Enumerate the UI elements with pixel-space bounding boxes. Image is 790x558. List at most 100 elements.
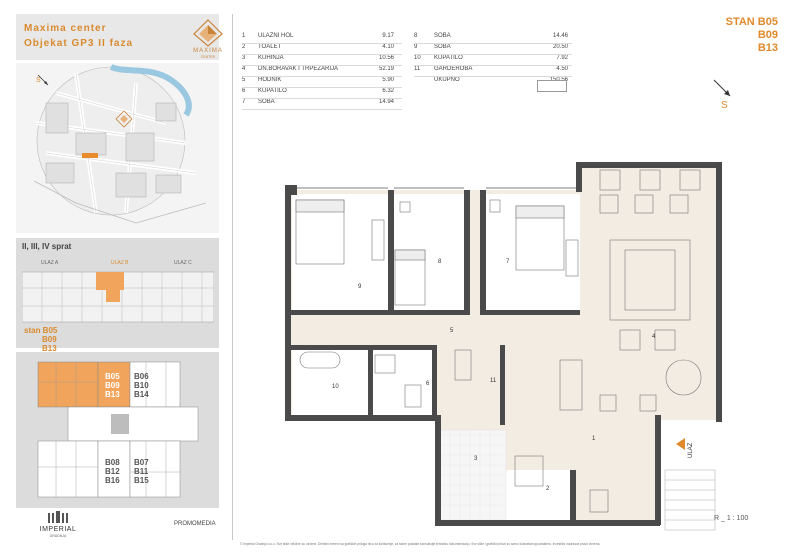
- room-number: 11: [414, 66, 421, 72]
- compass-arrow-icon: [713, 79, 731, 97]
- imperial-brand-sub: GRADNJA: [49, 534, 67, 538]
- room-name: GARDEROBA: [434, 66, 473, 72]
- apartment-title-2: B09: [757, 29, 778, 41]
- room-area: 4.50: [556, 66, 568, 72]
- room-label-8: 8: [438, 259, 442, 265]
- entrance-c-label: ULAZ C: [174, 260, 192, 266]
- project-phase: Objekat GP3 II faza: [24, 38, 134, 49]
- apartment-title-3: B13: [757, 42, 778, 54]
- room-area-table: 1 ULAZNI HOL 9.17 2 TOALET 4.10 3 KUHINJ…: [242, 33, 572, 123]
- apartment-title: STAN B05 B09 B13: [706, 16, 778, 55]
- unit-group-b07: B07 B11 B15: [134, 458, 149, 485]
- table-row: 11 GARDEROBA 4.50: [414, 66, 572, 77]
- room-name: SOBA: [434, 33, 451, 39]
- room-name: KUPATILO: [258, 88, 287, 94]
- room-number: 2: [242, 44, 246, 50]
- column-divider: [232, 14, 233, 540]
- scale-label: R _ 1 : 100: [714, 515, 749, 522]
- maxima-logo: MAXIMA CENTER: [186, 18, 230, 60]
- unit-b09: B09: [105, 381, 120, 390]
- map-compass-label: S: [36, 77, 41, 84]
- unit-group-b08: B08 B12 B16: [105, 458, 120, 485]
- room-number: 7: [242, 99, 246, 105]
- room-number: 3: [242, 55, 246, 61]
- table-row: 6 KUPATILO 6.32: [242, 88, 402, 99]
- row-divider: [242, 54, 402, 55]
- table-row: 3 KUHINJA 10.56: [242, 55, 402, 66]
- room-name: SOBA: [258, 99, 275, 105]
- location-map-drawing: [33, 64, 207, 224]
- room-area: 10.56: [378, 55, 394, 61]
- unit-b07: B07: [134, 458, 149, 467]
- furniture: [295, 169, 702, 513]
- room-name: KUHINJA: [258, 55, 284, 61]
- imperial-brand: IMPERIAL: [39, 526, 77, 533]
- floor-key-drawing: [22, 271, 214, 323]
- entrance-label: ULAZ: [688, 442, 694, 458]
- room-name: SOBA: [434, 44, 451, 50]
- entrance-b-label: ULAZ B: [111, 260, 129, 266]
- stairs: [664, 469, 716, 531]
- unit-group-b05: B05 B09 B13: [105, 372, 120, 399]
- room-number: 1: [242, 33, 246, 39]
- room-name: TOALET: [258, 44, 282, 50]
- project-name: Maxima center: [24, 23, 107, 34]
- entrance-a-label: ULAZ A: [41, 260, 59, 266]
- compass-label: S: [721, 100, 728, 111]
- room-name: HODNIK: [258, 77, 282, 83]
- apartment-unit-2: B09: [42, 335, 57, 344]
- row-divider: [414, 76, 572, 77]
- room-area: 7.92: [556, 55, 568, 61]
- room-area: 5.90: [382, 77, 394, 83]
- unit-group-b06: B06 B10 B14: [134, 372, 149, 399]
- unit-b12: B12: [105, 467, 120, 476]
- project-title-box: Maxima center Objekat GP3 II faza MAXIMA…: [16, 14, 223, 60]
- room-number: 6: [242, 88, 246, 94]
- room-label-1: 1: [592, 436, 596, 442]
- table-row: 5 HODNIK 5.90: [242, 77, 402, 88]
- floor-plan: 1 2 3 4 5 6 7 8 9 10 11: [285, 162, 722, 531]
- room-number: 8: [414, 33, 418, 39]
- table-row: 10 KUPATILO 7.92: [414, 55, 572, 66]
- room-area: 9.17: [382, 33, 394, 39]
- table-row: 2 TOALET 4.10: [242, 44, 402, 55]
- room-name: DN.BORAVAK I TRPEZARIJA: [258, 66, 339, 72]
- unit-b11: B11: [134, 467, 149, 476]
- apartment-unit-1: stan B05: [24, 326, 58, 335]
- row-divider: [242, 76, 402, 77]
- room-label-10: 10: [332, 384, 339, 390]
- room-label-11: 11: [490, 378, 497, 384]
- disclaimer-text: © Imperial Gradnja d.o.o. Sve slike veli…: [240, 542, 601, 546]
- building-key-plan: B05 B09 B13 B06 B10 B14 B08 B12 B16 B07 …: [16, 352, 219, 508]
- room-number: 4: [242, 66, 246, 72]
- room-area: 14.94: [378, 99, 394, 105]
- walls: [285, 162, 722, 526]
- room-number: 10: [414, 55, 421, 61]
- total-area-box: [537, 80, 567, 92]
- table-row: 1 ULAZNI HOL 9.17: [242, 33, 402, 44]
- imperial-logo-icon: [48, 511, 68, 523]
- room-name: KUPATILO: [434, 55, 463, 61]
- row-divider: [242, 87, 402, 88]
- apartment-title-1: STAN B05: [725, 16, 778, 28]
- room-area: 6.32: [382, 88, 394, 94]
- room-label-3: 3: [474, 456, 478, 462]
- row-divider: [242, 43, 402, 44]
- room-label-6: 6: [426, 381, 430, 387]
- maxima-logo-icon: [193, 19, 223, 47]
- room-label-5: 5: [450, 328, 454, 334]
- room-area: 20.50: [552, 44, 568, 50]
- table-row: 4 DN.BORAVAK I TRPEZARIJA 52.19: [242, 66, 402, 77]
- room-area: 4.10: [382, 44, 394, 50]
- unit-b10: B10: [134, 381, 149, 390]
- row-divider: [242, 65, 402, 66]
- building-key-drawing: [37, 361, 199, 498]
- total-label: UKUPNO: [434, 77, 460, 83]
- unit-b08: B08: [105, 458, 120, 467]
- promomedia-brand: PROMOMEDIA: [174, 521, 216, 527]
- room-area: 14.46: [552, 33, 568, 39]
- room-name: ULAZNI HOL: [258, 33, 294, 39]
- room-area: 52.19: [378, 66, 394, 72]
- map-compass-icon: [37, 74, 49, 86]
- row-divider: [242, 98, 402, 99]
